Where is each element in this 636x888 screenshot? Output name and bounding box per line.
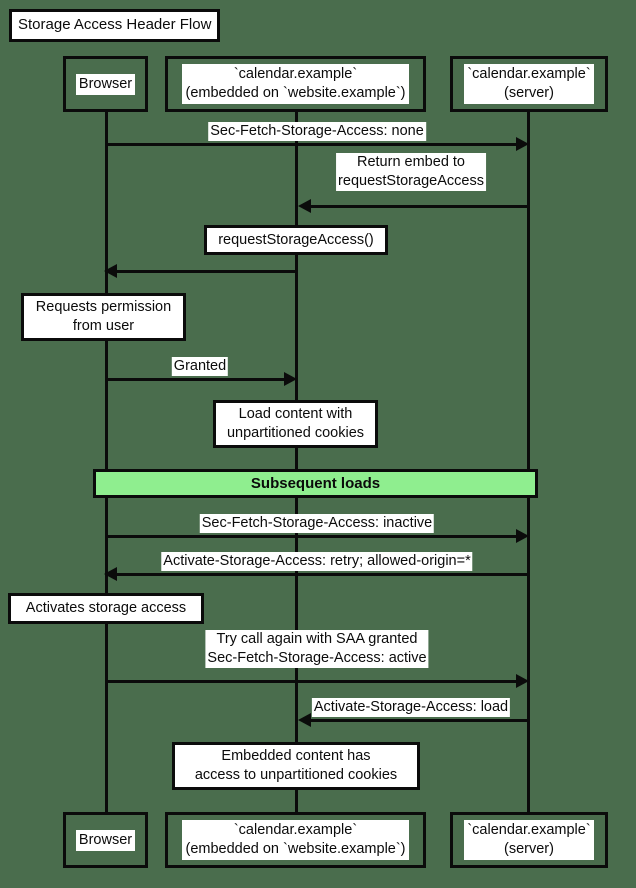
message-line-m1 <box>106 143 522 146</box>
message-label-m2: Return embed to requestStorageAccess <box>336 153 486 191</box>
arrowhead-m7 <box>298 713 311 727</box>
note-requests-permission: Requests permission from user <box>21 293 186 341</box>
participant-embed-top[interactable]: `calendar.example` (embedded on `website… <box>165 56 426 112</box>
message-label-m7: Activate-Storage-Access: load <box>311 698 511 717</box>
participant-browser-bottom[interactable]: Browser <box>63 812 148 868</box>
lifeline-embed <box>295 112 298 812</box>
message-line-return-to-browser <box>110 270 296 273</box>
arrowhead-m6 <box>516 674 529 688</box>
message-line-m6 <box>106 680 522 683</box>
participant-embed-bottom[interactable]: `calendar.example` (embedded on `website… <box>165 812 426 868</box>
divider-subsequent-loads: Subsequent loads <box>93 469 538 498</box>
message-label-m6: Try call again with SAA granted Sec-Fetc… <box>205 630 429 668</box>
participant-label: `calendar.example` (server) <box>464 64 594 104</box>
message-label-m3: Granted <box>171 357 229 376</box>
participant-server-bottom[interactable]: `calendar.example` (server) <box>450 812 608 868</box>
message-label-m5: Activate-Storage-Access: retry; allowed-… <box>161 552 473 571</box>
arrowhead-m4 <box>516 529 529 543</box>
arrowhead-m5 <box>104 567 117 581</box>
note-load-content: Load content with unpartitioned cookies <box>213 400 378 448</box>
note-embedded-content-access: Embedded content has access to unpartiti… <box>172 742 420 790</box>
page-title: Storage Access Header Flow <box>12 12 218 39</box>
note-text: requestStorageAccess() <box>216 230 376 250</box>
note-text: Load content with unpartitioned cookies <box>224 405 367 443</box>
note-activates-storage-access: Activates storage access <box>8 593 204 624</box>
diagram-title-frame: Storage Access Header Flow <box>9 9 221 42</box>
message-label-m4: Sec-Fetch-Storage-Access: inactive <box>199 514 435 533</box>
message-label-m1: Sec-Fetch-Storage-Access: none <box>208 122 426 141</box>
lifeline-server <box>527 112 530 812</box>
participant-label: `calendar.example` (embedded on `website… <box>182 64 409 104</box>
arrowhead-m3 <box>284 372 297 386</box>
arrowhead-m1 <box>516 137 529 151</box>
note-text: Embedded content has access to unpartiti… <box>192 747 400 785</box>
message-line-m4 <box>106 535 522 538</box>
arrowhead-m2 <box>298 199 311 213</box>
participant-label: `calendar.example` (server) <box>464 820 594 860</box>
message-line-m5 <box>110 573 528 576</box>
note-text: Activates storage access <box>23 599 189 618</box>
message-line-m3 <box>106 378 290 381</box>
note-text: Requests permission from user <box>33 298 174 336</box>
participant-label: Browser <box>75 829 136 851</box>
participant-label: Browser <box>75 73 136 95</box>
arrowhead-return-to-browser <box>104 264 117 278</box>
participant-label: `calendar.example` (embedded on `website… <box>182 820 409 860</box>
message-line-m2 <box>302 205 528 208</box>
participant-server-top[interactable]: `calendar.example` (server) <box>450 56 608 112</box>
message-line-m7 <box>302 719 528 722</box>
note-request-storage-access: requestStorageAccess() <box>204 225 388 255</box>
lifeline-browser <box>105 112 108 812</box>
divider-label: Subsequent loads <box>250 475 381 492</box>
participant-browser-top[interactable]: Browser <box>63 56 148 112</box>
